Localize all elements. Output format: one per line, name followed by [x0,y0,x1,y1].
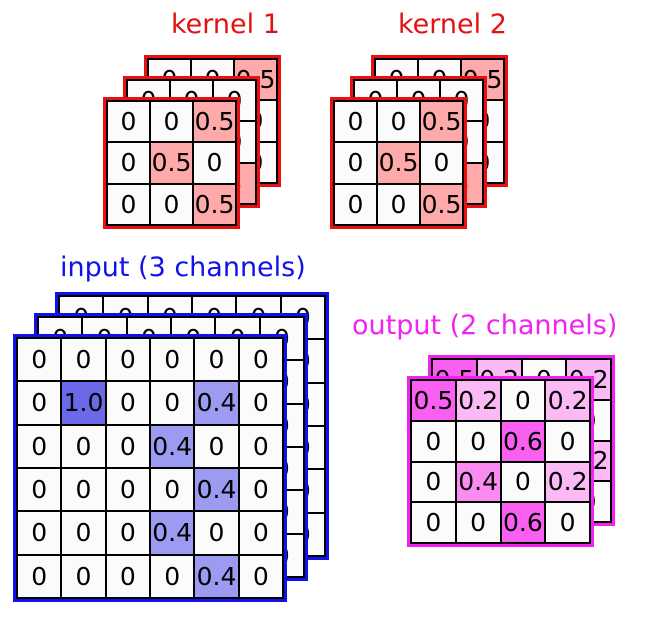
grid-cell: 0 [237,466,284,513]
grid-cell: 0 [148,466,196,513]
grid-cell: 0.5 [192,182,237,226]
grid-cell: 0 [16,466,63,513]
input-stack: 000000000000000000000000000000000000 000… [13,292,333,604]
grid-cell: 0 [544,419,591,463]
kernel-2-title: kernel 2 [398,9,507,40]
grid-cell: 0 [60,510,107,556]
grid-cell: 0 [192,141,237,185]
grid-cell: 0 [104,423,151,469]
grid-cell: 0 [193,423,240,469]
grid-cell: 0 [104,510,151,556]
grid-cell: 0 [148,380,196,426]
grid-cell: 0 [237,380,284,426]
grid-cell: 1.0 [60,380,107,426]
kernel-1-title: kernel 1 [171,9,280,40]
output-title: output (2 channels) [352,310,618,341]
grid-cell: 0.4 [454,460,502,504]
grid-cell: 0 [106,141,151,185]
grid-cell: 0 [193,510,240,556]
grid-cell: 0.4 [193,553,240,599]
grid-cell: 0 [499,460,547,504]
grid-cell: 0.5 [419,100,464,144]
grid-cell: 0 [376,182,421,226]
grid-cell: 0 [16,510,63,556]
grid-cell: 0.2 [544,379,591,422]
grid-cell: 0.2 [544,460,591,504]
output-stack: 0.50.200.200000000.20000 0.50.200.2000.6… [407,355,617,555]
grid-cell: 0 [193,337,240,383]
grid-cell: 0.5 [410,379,457,422]
grid-cell: 0.4 [148,510,196,556]
grid-cell: 0 [104,466,151,513]
grid-cell: 0.5 [419,182,464,226]
grid-cell: 0 [333,141,378,185]
grid-cell: 0 [60,553,107,599]
grid-cell: 0 [237,510,284,556]
grid-cell: 0.5 [149,141,194,185]
grid-cell: 0 [544,501,591,544]
grid-cell: 0 [16,553,63,599]
grid-cell: 0 [454,501,502,544]
grid-cell: 0 [106,182,151,226]
grid-cell: 0 [16,423,63,469]
grid-cell: 0 [237,553,284,599]
grid-cell: 0.4 [193,466,240,513]
grid-cell: 0.6 [499,419,547,463]
grid-cell: 0 [149,100,194,144]
grid-cell: 0 [60,423,107,469]
grid-cell: 0 [410,460,457,504]
grid-cell: 0 [16,337,63,383]
grid-cell: 0 [237,423,284,469]
grid-cell: 0.5 [376,141,421,185]
grid-cell: 0 [106,100,151,144]
grid-cell: 0 [148,337,196,383]
grid-cell: 0.4 [148,423,196,469]
grid-cell: 0 [149,182,194,226]
grid-cell: 0 [16,380,63,426]
grid-cell: 0 [104,380,151,426]
grid-cell: 0 [333,100,378,144]
grid-cell: 0 [60,466,107,513]
grid-cell: 0.5 [192,100,237,144]
grid-cell: 0 [410,419,457,463]
grid-cell: 0 [419,141,464,185]
grid-cell: 0 [454,419,502,463]
grid-cell: 0 [333,182,378,226]
grid-cell: 0 [104,553,151,599]
grid-cell: 0 [237,337,284,383]
grid-cell: 0 [499,379,547,422]
grid-cell: 0.2 [454,379,502,422]
grid-cell: 0.6 [499,501,547,544]
grid-cell: 0 [410,501,457,544]
grid-cell: 0 [104,337,151,383]
grid-cell: 0 [60,337,107,383]
input-title: input (3 channels) [60,252,306,283]
grid-cell: 0 [376,100,421,144]
grid-cell: 0 [148,553,196,599]
grid-cell: 0.4 [193,380,240,426]
